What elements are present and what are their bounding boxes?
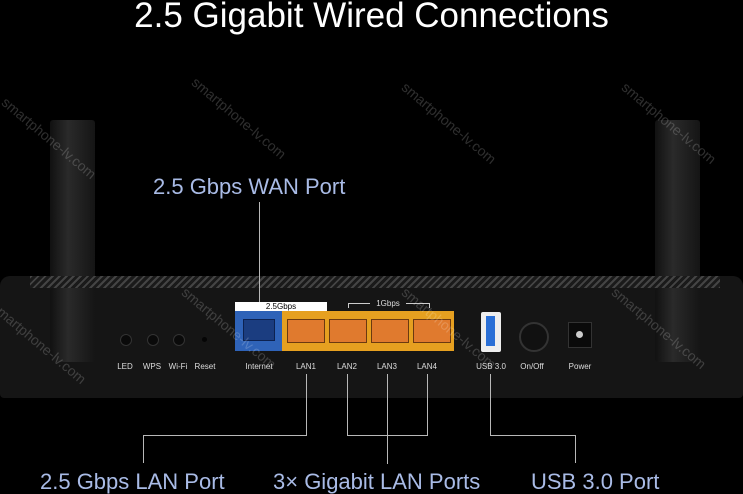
label-lan4: LAN4 bbox=[416, 362, 437, 371]
usb-port-insert bbox=[486, 316, 495, 346]
lan-callout-line-v bbox=[306, 374, 307, 436]
watermark: smartphone-lv.com bbox=[398, 78, 500, 168]
led-button bbox=[120, 334, 132, 346]
gigabit-callout-line-h bbox=[347, 435, 428, 436]
power-jack bbox=[568, 322, 592, 348]
left-antenna-base bbox=[50, 288, 95, 362]
wifi-button bbox=[173, 334, 185, 346]
usb-callout-line-h bbox=[490, 435, 576, 436]
label-lan2: LAN2 bbox=[336, 362, 357, 371]
power-jack-pin bbox=[576, 331, 583, 338]
label-usb: USB 3.0 bbox=[476, 362, 506, 371]
gigabit-callout-line-lan3 bbox=[387, 374, 388, 464]
right-antenna-base bbox=[655, 288, 700, 362]
usb-port-callout: USB 3.0 Port bbox=[531, 469, 660, 494]
usb-callout-line-v bbox=[490, 374, 491, 436]
label-onoff: On/Off bbox=[520, 362, 544, 371]
gigabit-callout-line-lan2 bbox=[347, 374, 348, 436]
wan-port-callout: 2.5 Gbps WAN Port bbox=[153, 174, 346, 199]
lan-port-panel bbox=[282, 311, 454, 351]
usb-port bbox=[481, 312, 501, 352]
label-led: LED bbox=[117, 362, 133, 371]
label-lan3: LAN3 bbox=[376, 362, 397, 371]
label-reset: Reset bbox=[194, 362, 216, 371]
wps-button bbox=[147, 334, 159, 346]
watermark: smartphone-lv.com bbox=[188, 73, 290, 163]
label-lan1: LAN1 bbox=[295, 362, 316, 371]
label-internet: Internet bbox=[245, 362, 273, 371]
lan-callout-line-h bbox=[143, 435, 307, 436]
lan2-port bbox=[329, 319, 367, 343]
lan-callout-line-down bbox=[143, 435, 144, 463]
lan4-port bbox=[413, 319, 451, 343]
power-switch bbox=[519, 322, 549, 352]
lan-speed-label: 1Gbps bbox=[370, 299, 406, 308]
label-power: Power bbox=[568, 362, 592, 371]
wan-speed-label: 2.5Gbps bbox=[235, 302, 327, 311]
lan-port-callout: 2.5 Gbps LAN Port bbox=[40, 469, 225, 494]
gigabit-callout-line-lan4 bbox=[427, 374, 428, 436]
label-wifi: Wi-Fi bbox=[168, 362, 188, 371]
reset-pinhole bbox=[202, 337, 207, 342]
lan3-port bbox=[371, 319, 409, 343]
usb-callout-line-down bbox=[575, 435, 576, 463]
internet-port bbox=[243, 319, 275, 341]
router-vent bbox=[30, 276, 720, 288]
wan-port-panel bbox=[235, 311, 282, 351]
gigabit-ports-callout: 3× Gigabit LAN Ports bbox=[273, 469, 481, 494]
page-title: 2.5 Gigabit Wired Connections bbox=[134, 0, 609, 35]
wan-callout-line bbox=[259, 202, 260, 302]
label-wps: WPS bbox=[142, 362, 162, 371]
lan1-port bbox=[287, 319, 325, 343]
